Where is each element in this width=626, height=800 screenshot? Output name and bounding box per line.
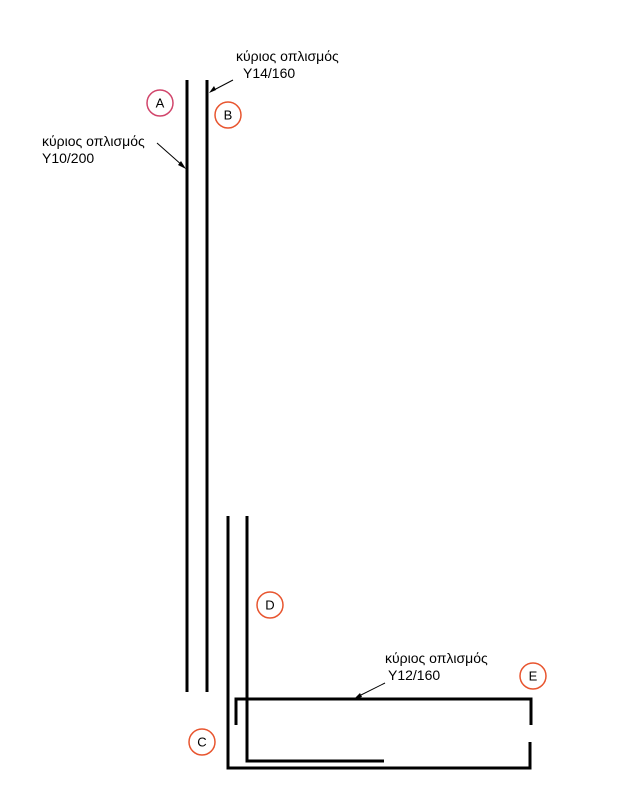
annotation-b: κύριος οπλισμός Y14/160 bbox=[236, 48, 339, 81]
annotation-a-line1: κύριος οπλισμός bbox=[42, 133, 145, 149]
marker-b-circle bbox=[214, 101, 242, 129]
marker-a-circle bbox=[146, 89, 174, 117]
marker-c-label: C bbox=[197, 735, 206, 750]
leader-a-arrow bbox=[178, 161, 186, 169]
marker-d: D bbox=[256, 591, 284, 619]
annotation-a-line2: Y10/200 bbox=[42, 150, 94, 166]
marker-d-label: D bbox=[265, 598, 274, 613]
annotation-b-line1: κύριος οπλισμός bbox=[236, 48, 339, 64]
marker-c-circle bbox=[188, 728, 216, 756]
marker-d-circle bbox=[256, 591, 284, 619]
annotation-e: κύριος οπλισμός Y12/160 bbox=[385, 650, 488, 683]
marker-e: E bbox=[519, 662, 547, 690]
leader-e bbox=[356, 682, 386, 698]
bar-c bbox=[226, 516, 532, 770]
marker-e-label: E bbox=[529, 669, 538, 684]
marker-a: A bbox=[146, 89, 174, 117]
marker-a-label: A bbox=[156, 96, 165, 111]
leader-e-arrow bbox=[354, 693, 362, 699]
marker-e-circle bbox=[519, 662, 547, 690]
bar-d bbox=[245, 516, 384, 763]
marker-c: C bbox=[188, 728, 216, 756]
leader-b-arrow bbox=[209, 86, 216, 93]
annotation-e-line1: κύριος οπλισμός bbox=[385, 650, 488, 666]
bar-e bbox=[234, 697, 533, 725]
marker-b: B bbox=[214, 101, 242, 129]
annotation-b-line2: Y14/160 bbox=[243, 65, 295, 81]
annotation-a: κύριος οπλισμός Y10/200 bbox=[42, 133, 145, 166]
leader-a bbox=[156, 142, 184, 167]
marker-b-label: B bbox=[224, 108, 233, 123]
annotation-e-line2: Y12/160 bbox=[388, 667, 440, 683]
